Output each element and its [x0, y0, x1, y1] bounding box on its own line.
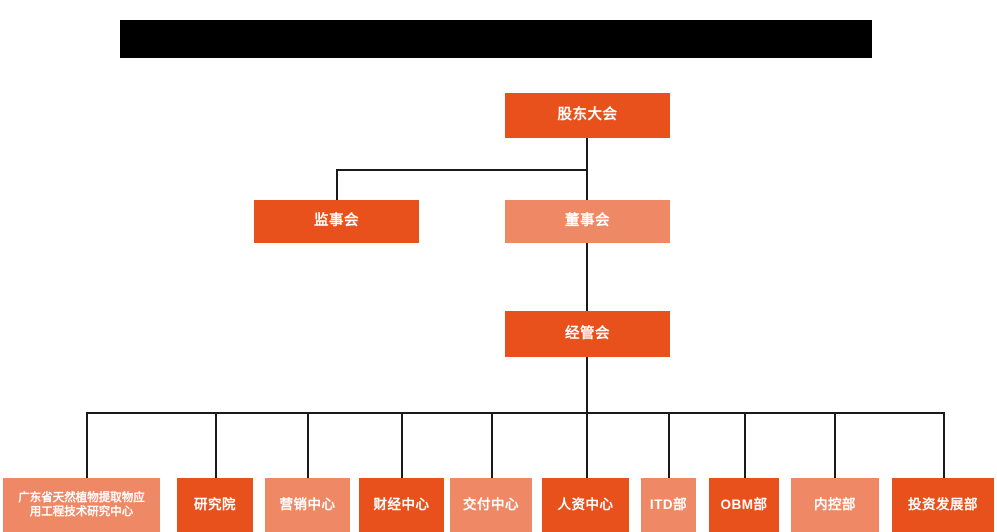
- node-internal-control-department[interactable]: 内控部: [791, 478, 879, 532]
- node-management-committee[interactable]: 经管会: [505, 311, 670, 357]
- connector-shareholders-stem: [586, 138, 588, 171]
- node-shareholders-meeting[interactable]: 股东大会: [505, 93, 670, 138]
- node-hr-center[interactable]: 人资中心: [542, 478, 629, 532]
- node-research-center-guangdong[interactable]: 广东省天然植物提取物应 用工程技术研究中心: [3, 478, 160, 532]
- connector-drop-obm-department: [744, 412, 746, 478]
- connector-level4-bus: [86, 412, 945, 414]
- node-label-line2: 用工程技术研究中心: [29, 506, 134, 518]
- node-research-institute[interactable]: 研究院: [177, 478, 253, 532]
- connector-drop-marketing-center: [307, 412, 309, 478]
- node-board-of-directors[interactable]: 董事会: [505, 200, 670, 243]
- node-marketing-center[interactable]: 营销中心: [265, 478, 350, 532]
- connector-supervisors-drop: [336, 169, 338, 200]
- connector-drop-finance-center: [401, 412, 403, 478]
- connector-drop-research-institute: [215, 412, 217, 478]
- connector-drop-hr-center: [586, 412, 588, 478]
- connector-drop-investment-development-department: [943, 412, 945, 478]
- node-board-of-supervisors[interactable]: 监事会: [254, 200, 419, 243]
- node-itd-department[interactable]: ITD部: [641, 478, 696, 532]
- connector-directors-drop: [586, 169, 588, 200]
- node-finance-center[interactable]: 财经中心: [359, 478, 444, 532]
- node-delivery-center[interactable]: 交付中心: [450, 478, 532, 532]
- node-obm-department[interactable]: OBM部: [709, 478, 779, 532]
- node-investment-development-department[interactable]: 投资发展部: [892, 478, 994, 532]
- connector-management-stem: [586, 357, 588, 413]
- connector-drop-itd-department: [668, 412, 670, 478]
- connector-drop-internal-control-department: [834, 412, 836, 478]
- connector-level2-bus: [336, 169, 588, 171]
- connector-directors-to-management: [586, 243, 588, 311]
- connector-drop-delivery-center: [491, 412, 493, 478]
- node-label-line1: 广东省天然植物提取物应: [18, 491, 145, 504]
- redacted-title-bar: [120, 20, 872, 58]
- connector-drop-research-center-guangdong: [86, 412, 88, 478]
